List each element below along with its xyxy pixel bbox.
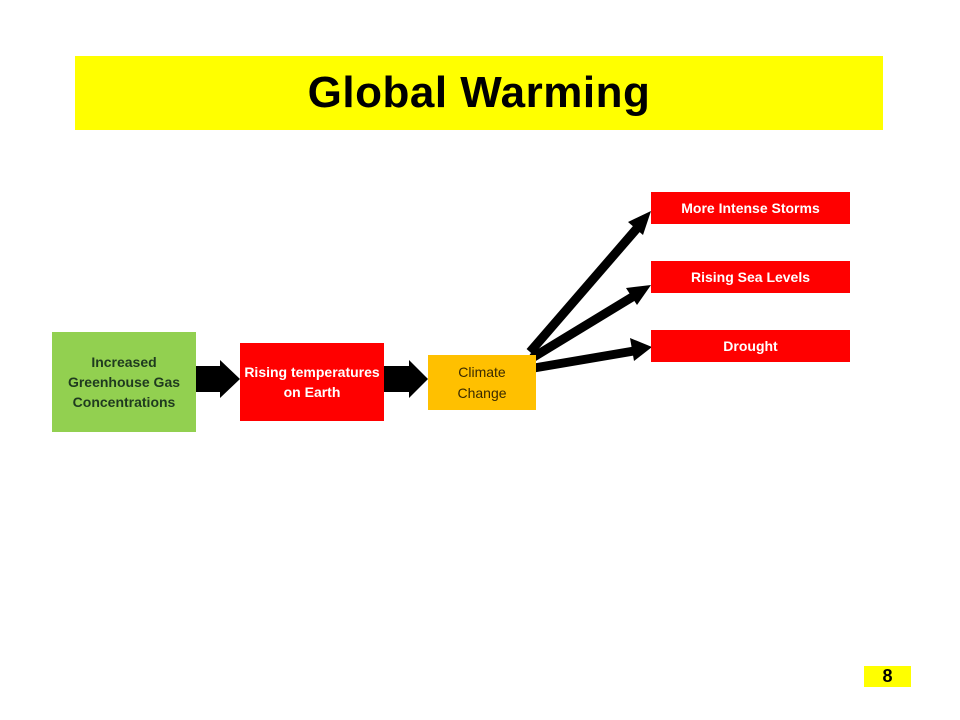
storms-label: More Intense Storms bbox=[681, 199, 820, 216]
sea-levels-box: Rising Sea Levels bbox=[651, 261, 850, 293]
arrow-climate-to-storms bbox=[526, 223, 643, 355]
page-number: 8 bbox=[864, 666, 911, 687]
temperatures-box: Rising temperatures on Earth bbox=[240, 343, 384, 421]
arrow-climate-to-sea-levels bbox=[529, 292, 637, 362]
arrow-greenhouse-to-temperatures bbox=[193, 360, 240, 398]
drought-box: Drought bbox=[651, 330, 850, 362]
greenhouse-box: Increased Greenhouse Gas Concentrations bbox=[52, 332, 196, 432]
arrow-climate-to-drought bbox=[533, 346, 635, 373]
temperatures-label: Rising temperatures on Earth bbox=[244, 363, 380, 400]
arrowhead-storms bbox=[628, 211, 651, 235]
sea-levels-label: Rising Sea Levels bbox=[690, 268, 811, 285]
arrowhead-sea-levels bbox=[626, 285, 651, 305]
greenhouse-label: Increased Greenhouse Gas Concentrations bbox=[67, 353, 181, 411]
climate-change-label: Climate Change bbox=[457, 364, 507, 401]
arrow-temperatures-to-climate bbox=[384, 360, 428, 398]
arrowhead-drought bbox=[630, 338, 652, 361]
storms-box: More Intense Storms bbox=[651, 192, 850, 224]
climate-change-box: Climate Change bbox=[428, 355, 536, 410]
drought-label: Drought bbox=[723, 337, 778, 354]
page-title: Global Warming bbox=[307, 68, 651, 117]
page-number-label: 8 bbox=[882, 666, 893, 686]
title-banner: Global Warming bbox=[75, 56, 883, 130]
